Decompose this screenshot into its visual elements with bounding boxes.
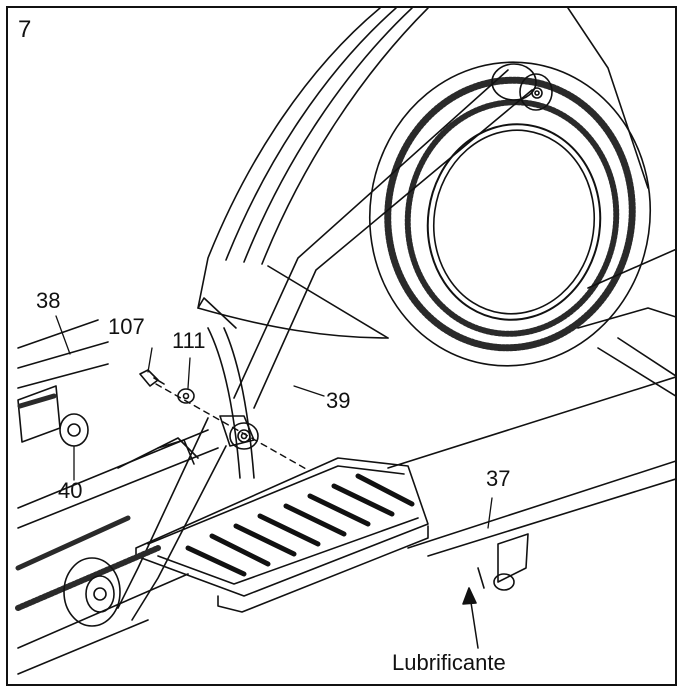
part-label-38: 38 (36, 288, 61, 313)
part-label-111: 111 (172, 328, 206, 353)
assembly-illustration (15, 8, 675, 675)
instruction-frame: 7 38 107 111 39 40 37 Lubrificante (6, 6, 677, 686)
lubricant-arrow (462, 587, 479, 649)
leader-lines (55, 315, 493, 529)
bolt-107 (139, 369, 165, 387)
pedal-rail-37 (387, 376, 675, 591)
part-label-37: 37 (486, 466, 511, 491)
flywheel (368, 8, 675, 397)
part-label-39: 39 (326, 388, 351, 413)
pedal-arm-39 (117, 415, 259, 621)
part-label-107: 107 (108, 314, 145, 339)
upper-arm (233, 63, 553, 409)
step-number: 7 (18, 16, 32, 43)
lubricant-label: Lubrificante (392, 650, 506, 675)
washer-111 (177, 388, 195, 404)
left-frame (15, 319, 219, 675)
alignment-dashed-line (155, 383, 309, 471)
part-label-40: 40 (58, 478, 83, 503)
